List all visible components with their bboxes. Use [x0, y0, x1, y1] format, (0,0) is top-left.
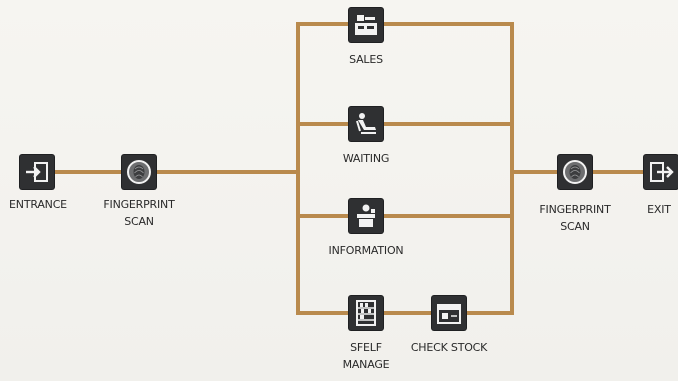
entrance-label: ENTRANCE [9, 198, 67, 211]
check-stock-icon [432, 296, 466, 330]
shelf-manage-icon [349, 296, 383, 330]
exit-icon [644, 155, 678, 189]
sales-icon [349, 8, 383, 42]
information-label: INFORMATION [328, 244, 404, 257]
fingerprint-scan-in-label: FINGERPRINT SCAN [103, 198, 175, 228]
shelf-manage-label: SFELF MANAGE [342, 341, 390, 371]
waiting-label: WAITING [342, 152, 390, 165]
check-stock-label: CHECK STOCK [410, 341, 488, 354]
waiting-icon [349, 107, 383, 141]
fingerprint-scan-in-icon [122, 155, 156, 189]
information-icon [349, 199, 383, 233]
fingerprint-scan-out-label: FINGERPRINT SCAN [539, 203, 611, 233]
sales-label: SALES [349, 53, 383, 66]
fingerprint-scan-out-icon [558, 155, 592, 189]
entrance-icon [20, 155, 54, 189]
exit-label: EXIT [647, 203, 671, 216]
